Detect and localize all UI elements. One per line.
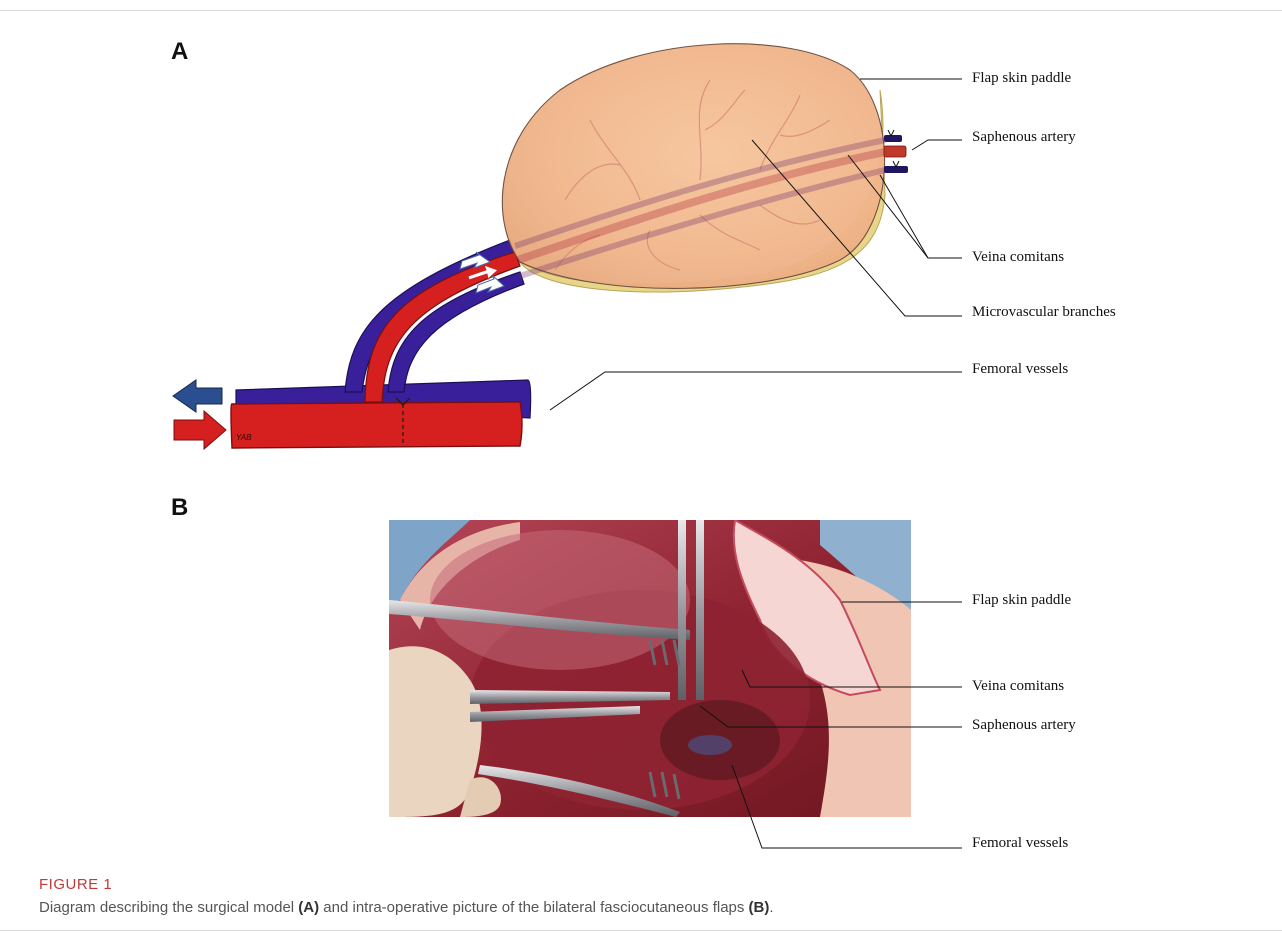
label-a-flap-skin-paddle: Flap skin paddle (972, 70, 1071, 87)
label-b-saphenous-artery: Saphenous artery (972, 717, 1076, 734)
label-b-femoral-vessels: Femoral vessels (972, 835, 1068, 852)
figure-caption-text: Diagram describing the surgical model (A… (39, 899, 774, 916)
panel-b-photo (389, 520, 911, 817)
outflow-arrow (173, 380, 222, 412)
panel-a-diagram: YAB (173, 44, 962, 449)
label-b-veina-comitans: Veina comitans (972, 678, 1064, 695)
label-b-flap-skin-paddle: Flap skin paddle (972, 592, 1071, 609)
bottom-divider (0, 930, 1282, 931)
label-a-femoral-vessels: Femoral vessels (972, 361, 1068, 378)
saphenous-stump-artery (884, 146, 906, 157)
saphenous-stump-vein-1 (884, 135, 902, 142)
femoral-artery (231, 402, 522, 448)
figure-caption-title: FIGURE 1 (39, 876, 112, 893)
artist-signature: YAB (236, 433, 252, 442)
label-a-veina-comitans: Veina comitans (972, 249, 1064, 266)
label-a-microvascular-branches: Microvascular branches (972, 304, 1116, 321)
label-a-saphenous-artery: Saphenous artery (972, 129, 1076, 146)
inflow-arrow (174, 411, 226, 449)
